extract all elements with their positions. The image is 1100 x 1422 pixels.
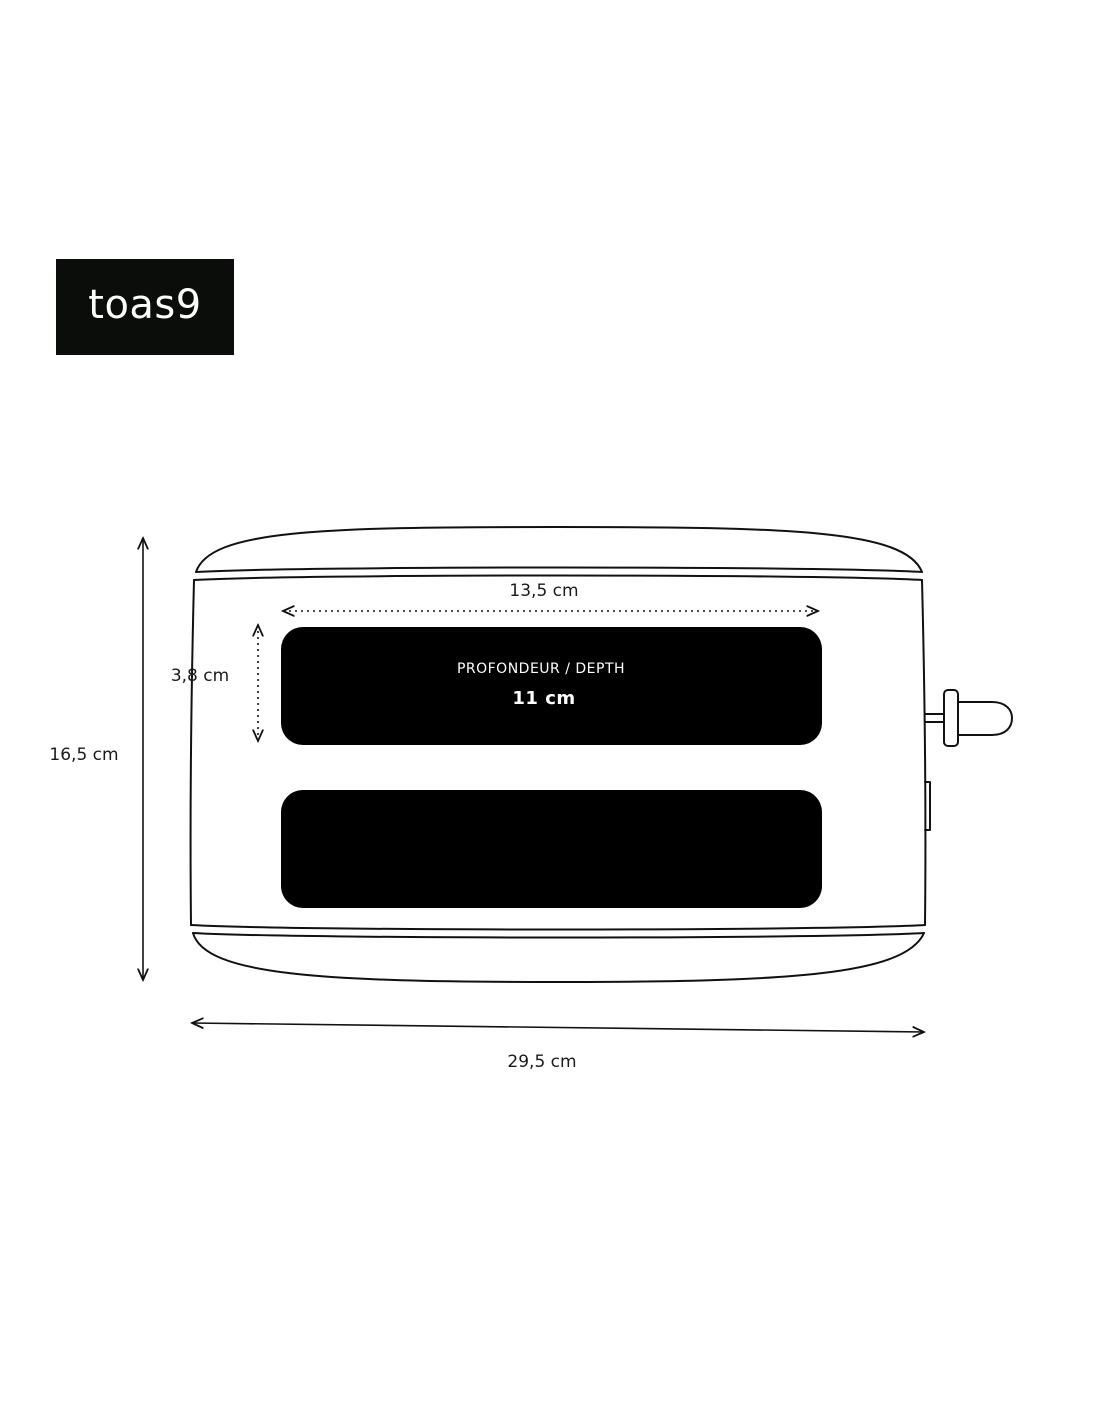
toaster-bottom-base (192, 932, 925, 983)
depth-caption: PROFONDEUR / DEPTH (457, 661, 625, 677)
toaster-outline (189, 526, 1013, 983)
slot-upper (281, 627, 822, 745)
lever-knob (957, 701, 1013, 736)
brand-logo-text: toas9 (88, 282, 202, 328)
toaster-left-side (189, 579, 195, 926)
lever-stem (924, 713, 945, 723)
slot-lower (281, 790, 822, 908)
toaster-top-rim-2 (193, 574, 923, 581)
toaster-top-lid (195, 526, 923, 573)
width-dimension-line (192, 1023, 924, 1032)
lever-plate (943, 689, 959, 747)
side-button (924, 781, 931, 831)
toaster-right-side (921, 579, 927, 926)
brand-logo: toas9 (56, 259, 234, 355)
height-label: 16,5 cm (49, 745, 118, 765)
width-label: 29,5 cm (507, 1052, 576, 1072)
toaster-top-rim-1 (195, 566, 923, 573)
slot-width-label: 3,8 cm (171, 666, 229, 686)
depth-value: 11 cm (512, 688, 575, 709)
toaster-bottom-rim-1 (190, 924, 926, 931)
slot-length-label: 13,5 cm (509, 581, 578, 601)
toaster-bottom-rim-2 (192, 932, 925, 939)
